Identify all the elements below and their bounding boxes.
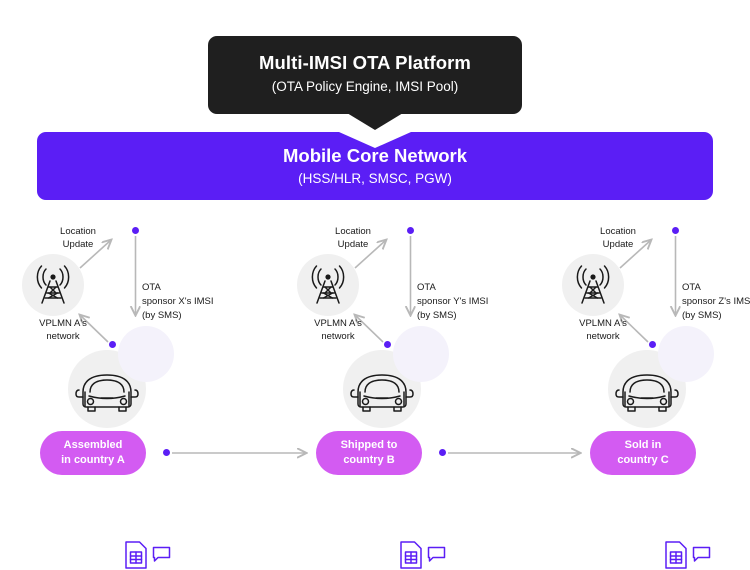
location-update-line2: Update [62,238,94,250]
stage-line2: country B [343,454,395,466]
network-label-a: VPLMN A's network [18,318,108,344]
sim-link-dot-b [384,341,391,348]
car-front-icon [75,374,139,412]
network-label-line1: VPLMN A's [39,318,87,329]
stage-line1: Shipped to [340,439,398,452]
platform-title: Multi-IMSI OTA Platform [259,52,471,73]
flow-column-c: Location Update VPLMN A's network OTA sp… [550,218,750,569]
diagram-canvas: Multi-IMSI OTA Platform (OTA Policy Engi… [10,36,750,569]
network-label-line2: network [46,330,80,342]
ota-label-b: OTA sponsor Y's IMSI (by SMS) [417,281,503,322]
column-a-arrows [10,236,230,343]
ota-label-line1: OTA [142,282,161,293]
tower-backdrop-a [22,254,84,316]
timeline-stage-assembled: Assembled in country A [40,431,146,475]
location-update-line1: Location [60,226,96,237]
location-update-line1: Location [335,226,371,237]
ota-label-line3: (by SMS) [682,309,722,321]
timeline-stage-sold: Sold in country C [590,431,696,475]
ota-label-line3: (by SMS) [142,309,182,321]
cell-tower-icon [311,265,345,304]
sim-card-icon [125,541,147,569]
ota-label-c: OTA sponsor Z's IMSI (by SMS) [682,281,750,322]
network-label-line1: VPLMN A's [579,318,627,329]
ota-label-line1: OTA [682,282,701,293]
stage-line1: Sold in [624,439,662,452]
location-update-line1: Location [600,226,636,237]
flow-column-a: Location Update VPLMN A's network OTA sp… [10,218,230,569]
timeline-arrow-2 [448,445,586,461]
sim-backdrop-c [658,326,714,382]
core-link-dot-c [672,227,679,234]
ota-label-a: OTA sponsor X's IMSI (by SMS) [142,281,228,322]
cell-tower-icon [576,265,610,304]
timeline-arrow-1 [172,445,312,461]
timeline-dot-2 [439,449,446,456]
flow-column-b: Location Update VPLMN A's network OTA sp… [285,218,505,569]
sms-bubble-icon [692,546,711,562]
tower-backdrop-c [562,254,624,316]
core-network-title: Mobile Core Network [283,145,467,166]
network-label-line2: network [586,330,620,342]
core-link-dot-b [407,227,414,234]
location-update-label-c: Location Update [580,226,656,252]
sim-backdrop-a [118,326,174,382]
car-front-icon [615,374,679,412]
stage-line1: Assembled [63,439,123,452]
car-front-icon [350,374,414,412]
sim-link-dot-c [649,341,656,348]
ota-label-line3: (by SMS) [417,309,457,321]
ota-label-line2: sponsor Y's IMSI [417,295,489,307]
mobile-core-network-banner: Mobile Core Network (HSS/HLR, SMSC, PGW) [37,132,713,200]
ota-label-line1: OTA [417,282,436,293]
location-update-line2: Update [337,238,369,250]
platform-notch-chevron [347,113,403,130]
timeline-dot-1 [163,449,170,456]
network-label-b: VPLMN A's network [293,318,383,344]
ota-label-line2: sponsor Z's IMSI [682,295,750,307]
platform-subtitle: (OTA Policy Engine, IMSI Pool) [271,79,459,95]
stage-line2: in country A [61,454,125,466]
sim-card-icon [665,541,687,569]
ota-label-line2: sponsor X's IMSI [142,295,214,307]
sms-bubble-icon [427,546,446,562]
core-link-dot-a [132,227,139,234]
network-label-c: VPLMN A's network [558,318,648,344]
tower-backdrop-b [297,254,359,316]
timeline-stage-shipped: Shipped to country B [316,431,422,475]
network-label-line2: network [321,330,355,342]
cell-tower-icon [36,265,70,304]
core-network-subtitle: (HSS/HLR, SMSC, PGW) [298,171,452,187]
column-c-arrows [550,236,750,343]
column-b-arrows [285,236,505,343]
location-update-line2: Update [602,238,634,250]
location-update-label-a: Location Update [40,226,116,252]
location-update-label-b: Location Update [315,226,391,252]
network-label-line1: VPLMN A's [314,318,362,329]
sim-card-icon [400,541,422,569]
stage-line2: country C [617,454,669,466]
sim-link-dot-a [109,341,116,348]
sim-backdrop-b [393,326,449,382]
sms-bubble-icon [152,546,171,562]
platform-box: Multi-IMSI OTA Platform (OTA Policy Engi… [208,36,522,114]
